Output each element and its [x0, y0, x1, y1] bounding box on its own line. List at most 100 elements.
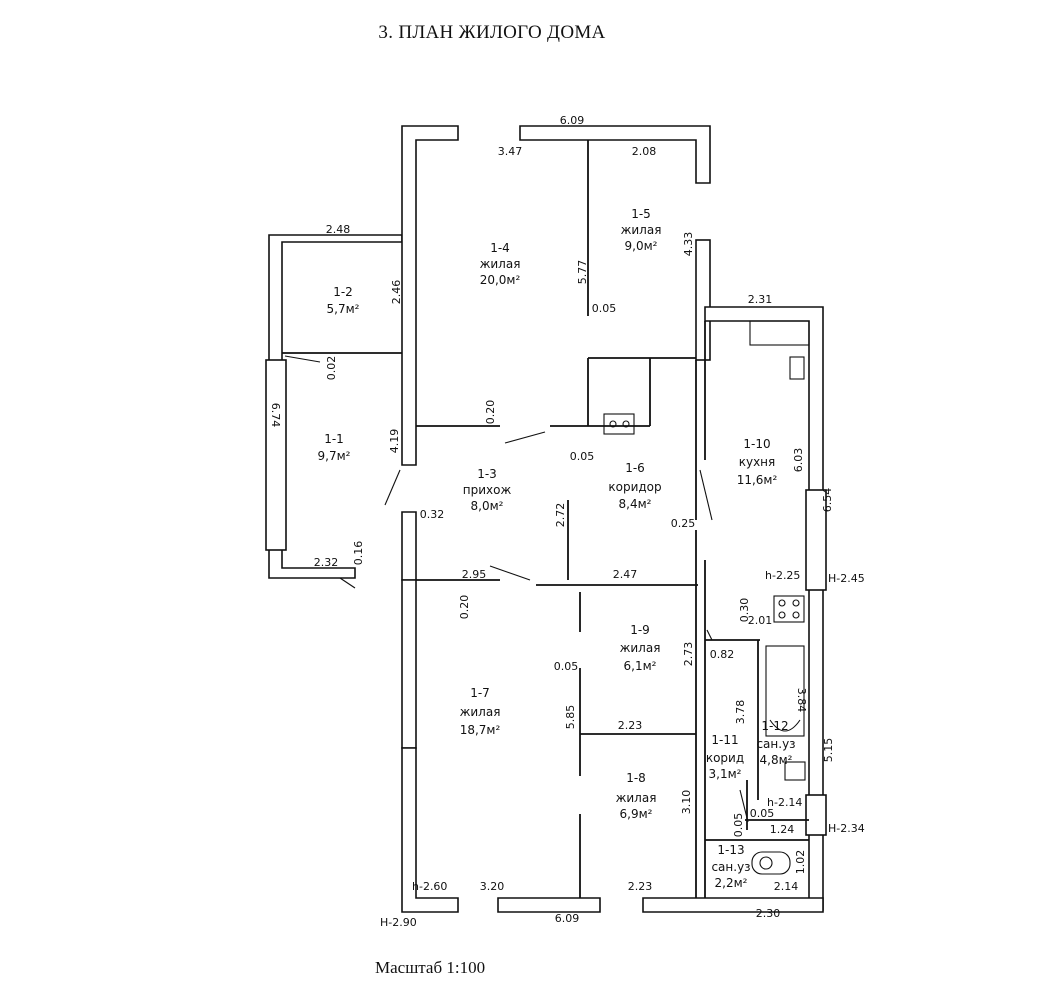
dimension-label: 2.46: [390, 280, 403, 305]
room-1-1-area: 9,7м²: [318, 449, 351, 463]
room-1-13-id: 1-13: [717, 843, 744, 857]
room-1-5-id: 1-5: [631, 207, 651, 221]
kitchen-counter: [749, 320, 810, 346]
dimension-label: 2.73: [682, 642, 695, 667]
wall-right-upper: [695, 239, 711, 361]
room-1-12-area: 4,8м²: [760, 753, 793, 767]
dimension-label: 0.82: [710, 648, 735, 661]
wall-main-top-right: [519, 125, 711, 184]
dimension-label: 3.10: [680, 790, 693, 815]
dimension-label: 3.20: [480, 880, 505, 893]
room-1-5-area: 9,0м²: [625, 239, 658, 253]
dimension-label: 2.08: [632, 145, 657, 158]
dimension-label: 0.05: [570, 450, 595, 463]
height-label: H-2.45: [828, 572, 865, 585]
room-1-10-name: кухня: [739, 455, 776, 469]
dimension-label: 6.09: [560, 114, 585, 127]
washbasin-icon: [784, 761, 806, 781]
room-1-2-area: 5,7м²: [327, 302, 360, 316]
wall-main-top-left: [401, 125, 459, 466]
room-1-11-area: 3,1м²: [709, 767, 742, 781]
dimension-label: 1.02: [794, 850, 807, 875]
dimension-label: 2.31: [748, 293, 773, 306]
dimension-label: 6.74: [269, 403, 282, 428]
room-1-13-name: сан.уз: [711, 860, 750, 874]
dimension-label: 0.05: [592, 302, 617, 315]
room-1-11-id: 1-11: [711, 733, 738, 747]
dimension-labels: 6.09 3.47 2.08 4.33 5.77 0.05 2.48 2.46 …: [269, 114, 835, 925]
room-1-6-area: 8,4м²: [619, 497, 652, 511]
dimension-label: 0.05: [750, 807, 775, 820]
bathtub-icon: [765, 645, 805, 737]
dimension-label: 5.77: [576, 260, 589, 285]
dimension-label: 2.23: [628, 880, 653, 893]
dimension-label: 0.30: [738, 598, 751, 623]
toilet-icon: [751, 851, 791, 875]
room-1-8-name: жилая: [616, 791, 657, 805]
room-1-10-area: 11,6м²: [737, 473, 778, 487]
stove-icon: [603, 413, 635, 435]
dimension-label: 4.33: [682, 232, 695, 257]
height-label: h-2.14: [767, 796, 802, 809]
dimension-label: 0.16: [352, 541, 365, 566]
room-1-6-id: 1-6: [625, 461, 645, 475]
room-1-3-area: 8,0м²: [471, 499, 504, 513]
room-labels: 1-1 9,7м² 1-2 5,7м² 1-3 прихож 8,0м² 1-4…: [318, 207, 796, 890]
room-1-5-name: жилая: [621, 223, 662, 237]
height-label: H-2.90: [380, 916, 417, 929]
wall-bottom-right: [642, 897, 824, 913]
wall-lower-left-2: [401, 579, 417, 749]
room-1-7-name: жилая: [460, 705, 501, 719]
room-1-12-name: сан.уз: [756, 737, 795, 751]
dimension-label: 0.05: [732, 813, 745, 838]
dimension-label: 0.05: [554, 660, 579, 673]
dimension-label: 2.32: [314, 556, 339, 569]
room-1-12-id: 1-12: [761, 719, 788, 733]
room-1-7-area: 18,7м²: [460, 723, 501, 737]
dimension-label: 3.47: [498, 145, 523, 158]
room-1-10-id: 1-10: [743, 437, 770, 451]
dimension-label: 1.24: [770, 823, 795, 836]
wall-bottom: [497, 897, 601, 913]
dimension-label: 2.95: [462, 568, 487, 581]
dimension-label: 6.54: [821, 488, 834, 513]
dimension-label: 5.85: [564, 705, 577, 730]
dimension-label: 0.25: [671, 517, 696, 530]
room-1-4-area: 20,0м²: [480, 273, 521, 287]
page-title: 3. ПЛАН ЖИЛОГО ДОМА: [378, 22, 606, 43]
window-right-bath: [805, 794, 827, 836]
dimension-label: 2.48: [326, 223, 351, 236]
dimension-label: 2.72: [554, 503, 567, 528]
dimension-label: 4.19: [388, 429, 401, 454]
room-1-3-name: прихож: [463, 483, 512, 497]
dimension-label: 2.23: [618, 719, 643, 732]
room-1-8-area: 6,9м²: [620, 807, 653, 821]
room-1-3-id: 1-3: [477, 467, 497, 481]
walls: [265, 125, 827, 913]
height-label: h-2.60: [412, 880, 447, 893]
room-1-4-id: 1-4: [490, 241, 510, 255]
room-1-1-id: 1-1: [324, 432, 344, 446]
dimension-label: 0.32: [420, 508, 445, 521]
dimension-label: 2.01: [748, 614, 773, 627]
room-1-13-area: 2,2м²: [715, 876, 748, 890]
room-1-4-name: жилая: [480, 257, 521, 271]
wall-lower-left: [401, 511, 417, 581]
room-1-8-id: 1-8: [626, 771, 646, 785]
dimension-label: 6.09: [555, 912, 580, 925]
window-left-wing: [265, 359, 287, 551]
kitchen-stove-icon: [773, 595, 805, 623]
fixtures: [603, 320, 810, 875]
dimension-label: 0.20: [458, 595, 471, 620]
dimension-label: 0.02: [325, 356, 338, 381]
room-1-6-name: коридор: [608, 480, 661, 494]
dimension-label: 2.14: [774, 880, 799, 893]
room-1-9-area: 6,1м²: [624, 659, 657, 673]
interior-partitions: [282, 140, 809, 898]
height-label: H-2.34: [828, 822, 865, 835]
window-right-kitchen: [805, 489, 827, 591]
wall-lower-left-3: [401, 747, 459, 913]
dimension-label: 2.30: [756, 907, 781, 920]
room-1-9-name: жилая: [620, 641, 661, 655]
